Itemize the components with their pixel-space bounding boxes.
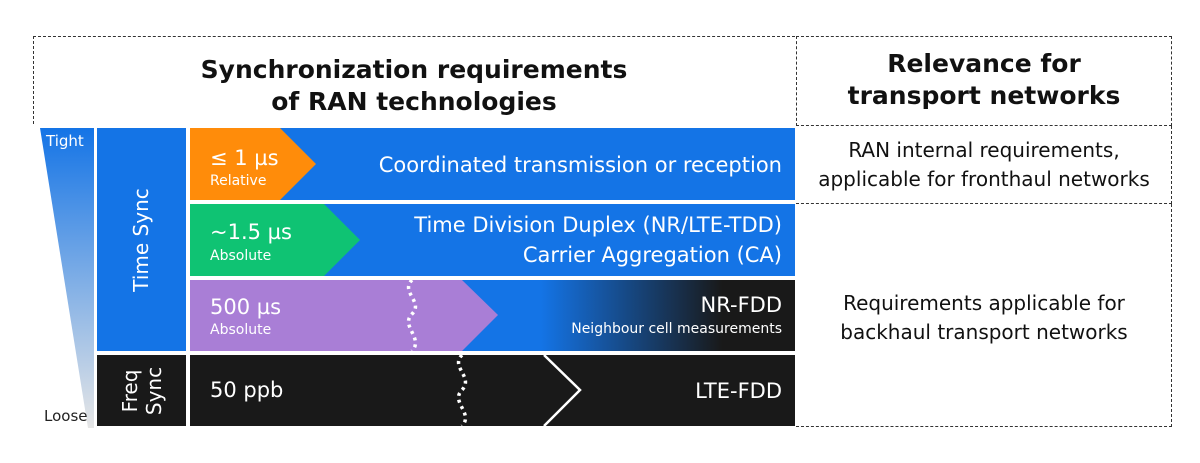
- left-header-title: Synchronization requirements of RAN tech…: [33, 54, 795, 118]
- row-coordinated-tech: Coordinated transmission or reception: [378, 153, 782, 177]
- relevance-fronthaul-text: RAN internal requirements, applicable fo…: [796, 136, 1172, 194]
- freq-sync-label-line-2: Sync: [142, 366, 166, 416]
- relevance-backhaul-text: Requirements applicable for backhaul tra…: [796, 289, 1172, 347]
- row-coordinated-type: Relative: [210, 173, 267, 189]
- row-coordinated-chevron: [190, 128, 316, 200]
- freq-sync-bar: [97, 355, 186, 426]
- tight-label: Tight: [46, 132, 84, 150]
- row-ltefdd-tech: LTE-FDD: [695, 379, 782, 403]
- row-tdd-tech-line-1: Time Division Duplex (NR/LTE-TDD): [414, 213, 782, 237]
- row-ltefdd: [190, 355, 795, 426]
- freq-sync-label-line-1: Freq: [118, 369, 142, 413]
- right-header-box: [796, 36, 1172, 126]
- row-nrfdd-chevron: [190, 280, 498, 351]
- row-tdd-chevron: [190, 204, 360, 276]
- tightness-wedge: [40, 128, 94, 428]
- row-tdd-tech-line-2: Carrier Aggregation (CA): [522, 243, 782, 267]
- loose-label: Loose: [44, 407, 88, 425]
- row-nrfdd-subtech: Neighbour cell measurements: [571, 321, 782, 337]
- relevance-fronthaul-line-2: applicable for fronthaul networks: [818, 167, 1150, 191]
- freq-sync-label: Freq Sync: [118, 367, 166, 415]
- relevance-backhaul-line-1: Requirements applicable for: [843, 291, 1125, 315]
- relevance-fronthaul-box: [796, 126, 1172, 204]
- row-tdd-type: Absolute: [210, 248, 272, 264]
- left-header-line-1: Synchronization requirements: [200, 55, 628, 84]
- relevance-backhaul-line-2: backhaul transport networks: [840, 320, 1128, 344]
- right-header-line-2: transport networks: [847, 81, 1121, 110]
- relevance-fronthaul-line-1: RAN internal requirements,: [848, 138, 1120, 162]
- relevance-backhaul-box: [796, 204, 1172, 427]
- row-tdd-value: ~1.5 µs: [210, 220, 292, 244]
- row-nrfdd-value: 500 µs: [210, 295, 282, 319]
- time-sync-label: Time Sync: [129, 188, 153, 292]
- right-header-title: Relevance for transport networks: [796, 48, 1172, 112]
- row-coordinated-value: ≤ 1 µs: [210, 146, 279, 170]
- row-ltefdd-value: 50 ppb: [210, 378, 284, 402]
- row-ltefdd-chevron: [456, 355, 582, 426]
- right-header-line-1: Relevance for: [887, 49, 1081, 78]
- row-nrfdd-type: Absolute: [210, 322, 272, 338]
- left-header-line-2: of RAN technologies: [271, 87, 557, 116]
- left-header-box: [33, 36, 795, 124]
- time-sync-bar: [97, 128, 186, 351]
- row-nrfdd-tech: NR-FDD: [700, 293, 782, 317]
- row-tdd-tech: Time Division Duplex (NR/LTE-TDD) Carrie…: [414, 210, 782, 270]
